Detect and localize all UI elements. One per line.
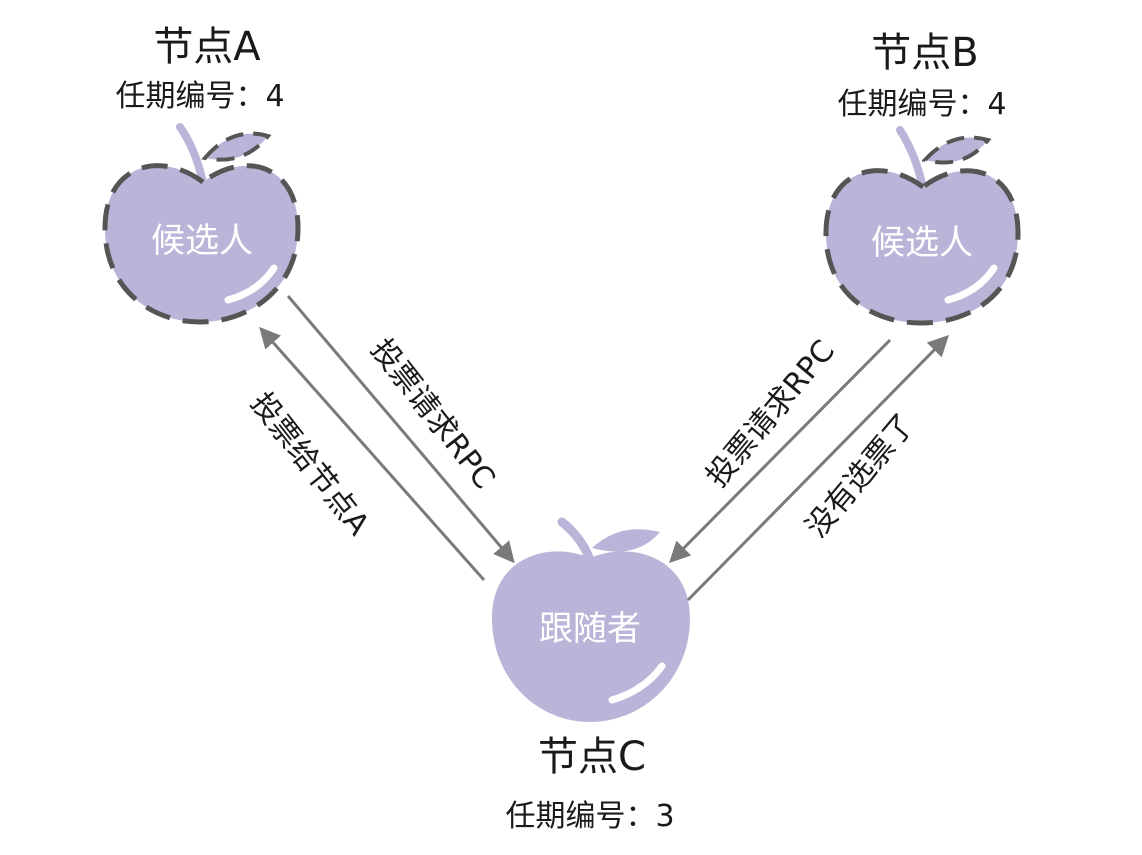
- node-c: 跟随者 节点C 任期编号：3: [492, 517, 690, 834]
- node-b: 节点B 任期编号：4 候选人: [823, 30, 1021, 326]
- arrow-c-to-a: [259, 326, 486, 581]
- edge-label-c-to-b: 没有选票了: [799, 407, 922, 544]
- edge-label-c-to-a: 投票给节点A: [243, 386, 376, 542]
- node-c-role: 跟随者: [539, 609, 641, 649]
- arrow-c-to-b: [686, 335, 949, 602]
- node-a-term: 任期编号：4: [115, 79, 284, 114]
- node-a-apple-icon: [102, 123, 301, 325]
- node-b-title: 节点B: [871, 30, 978, 76]
- node-b-apple-icon: [823, 126, 1021, 326]
- node-a-role: 候选人: [151, 221, 253, 261]
- node-a-title: 节点A: [153, 24, 261, 70]
- arrow-a-to-c: [286, 295, 515, 564]
- node-b-role: 候选人: [871, 223, 973, 263]
- arrow-b-to-c: [669, 338, 892, 563]
- edge-label-b-to-c: 投票请求RPC: [700, 334, 842, 494]
- node-a: 节点A 任期编号：4 候选人: [102, 24, 301, 325]
- edge-label-a-to-c: 投票请求RPC: [363, 332, 501, 495]
- node-c-title: 节点C: [538, 734, 646, 780]
- node-c-apple-icon: [492, 517, 690, 722]
- node-c-term: 任期编号：3: [505, 799, 674, 834]
- node-b-term: 任期编号：4: [837, 87, 1006, 122]
